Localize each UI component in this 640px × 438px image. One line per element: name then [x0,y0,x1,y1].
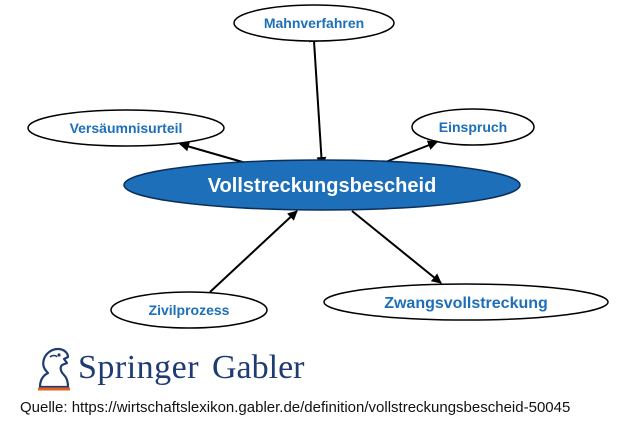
node-label-einspruch: Einspruch [439,119,507,135]
brand-gabler: Gabler [212,349,305,386]
node-einspruch: Einspruch [411,108,535,146]
node-zivilprozess: Zivilprozess [110,291,268,329]
node-label-center: Vollstreckungsbescheid [208,175,437,197]
springer-gabler-logo: Springer Gabler [34,343,314,393]
concept-diagram: Mahnverfahren Versäumnisurteil Einspruch… [27,4,609,329]
node-zwangsvollstreckung: Zwangsvollstreckung [323,283,609,321]
node-label-zwangsvollstreckung: Zwangsvollstreckung [384,295,548,312]
edge-mahnverfahren [309,32,327,167]
source-citation: Quelle: https://wirtschaftslexikon.gable… [20,399,571,416]
node-label-versaeumnisurteil: Versäumnisurteil [70,120,183,136]
node-label-mahnverfahren: Mahnverfahren [264,15,364,31]
node-label-zivilprozess: Zivilprozess [149,302,230,318]
brand-springer: Springer [78,349,200,386]
node-versaeumnisurteil: Versäumnisurteil [27,109,225,147]
edge-einspruch [382,140,438,164]
edge-versaeumnisurteil [179,141,247,164]
edge-zwangsvollstreckung [351,210,442,284]
edge-zivilprozess [209,210,298,293]
node-mahnverfahren: Mahnverfahren [233,4,395,42]
springer-knight-icon [38,347,70,391]
node-center: Vollstreckungsbescheid [123,159,521,211]
